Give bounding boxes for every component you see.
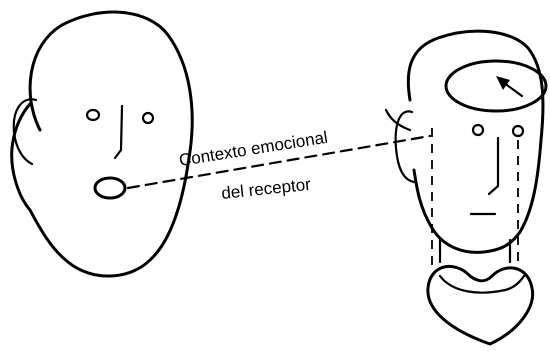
label-emotional-context: Contexto emocional <box>178 128 329 170</box>
sender-head <box>10 10 194 278</box>
receiver-right-eye <box>511 124 525 138</box>
sender-mouth <box>93 176 127 200</box>
sender-right-eye <box>141 111 155 125</box>
receiver-heart <box>426 265 535 346</box>
mouth-to-receiver-dashed-line <box>126 134 432 190</box>
sender-left-eye <box>85 108 101 122</box>
sender-ear <box>12 98 38 166</box>
receiver-head <box>394 29 548 270</box>
receiver-brain-ellipse <box>444 59 548 113</box>
label-leader-line <box>384 108 412 132</box>
sender-nose <box>113 104 124 160</box>
receiver-ear <box>394 110 416 184</box>
label-of-receiver: del receptor <box>220 175 312 203</box>
sender-head-outline <box>10 10 194 278</box>
receiver-head-outline <box>406 29 545 254</box>
receiver-left-eye <box>471 123 485 137</box>
connector-lines <box>126 108 432 190</box>
heart-icon <box>426 265 535 346</box>
receiver-nose <box>487 136 500 196</box>
arrowhead-icon <box>496 76 510 90</box>
heart-inner-curve <box>438 274 526 294</box>
